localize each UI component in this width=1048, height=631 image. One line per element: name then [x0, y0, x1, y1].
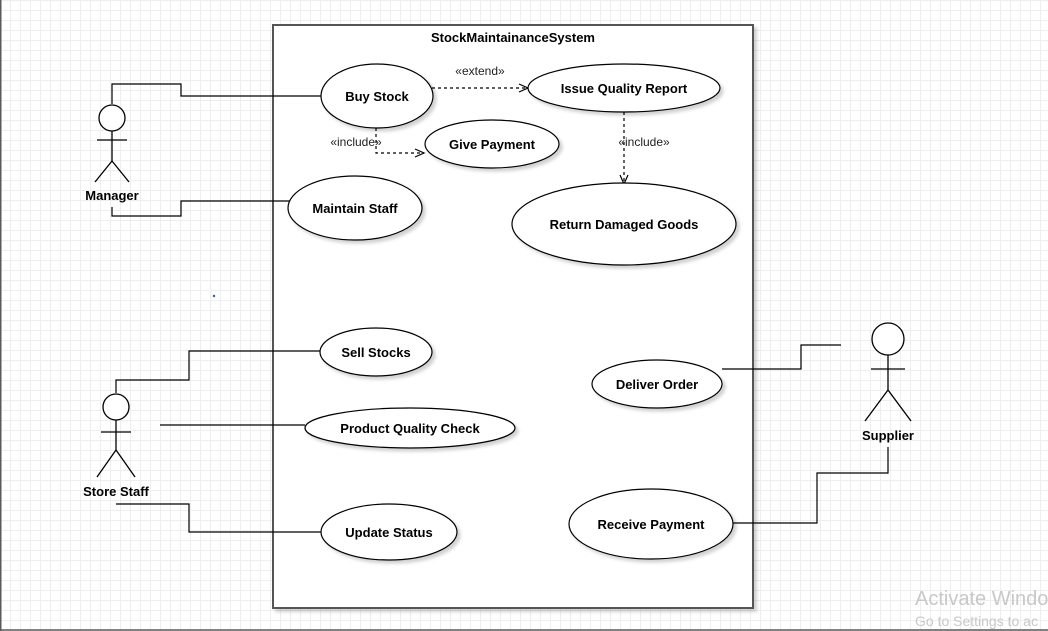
actor-manager[interactable]: Manager [85, 104, 139, 203]
usecase-update-status[interactable]: Update Status [320, 503, 458, 561]
usecase-label: Receive Payment [598, 517, 706, 532]
usecase-label: Maintain Staff [312, 201, 398, 216]
actor-label: Manager [85, 188, 138, 203]
include-label-give-payment: «include» [330, 135, 382, 149]
activation-watermark-line1: Activate Windo [915, 588, 1048, 610]
stick-figure-icon [864, 322, 912, 422]
include-arrowhead [414, 148, 426, 158]
association-manager-maintain-staff[interactable] [111, 200, 290, 217]
usecase-buy-stock[interactable]: Buy Stock [320, 63, 434, 129]
association-manager-buy-stock[interactable] [111, 83, 322, 104]
usecase-label: Sell Stocks [341, 345, 410, 360]
stray-dot [212, 294, 216, 298]
usecase-product-quality-check[interactable]: Product Quality Check [304, 407, 516, 449]
association-storestaff-sell-stocks[interactable] [115, 350, 322, 393]
extend-dependency[interactable]: «extend» [432, 64, 530, 93]
stick-figure-icon [96, 393, 136, 478]
usecase-give-payment[interactable]: Give Payment [424, 119, 560, 169]
usecase-return-damaged-goods[interactable]: Return Damaged Goods [511, 182, 737, 266]
actor-supplier[interactable]: Supplier [862, 322, 914, 443]
usecase-label: Deliver Order [616, 377, 698, 392]
usecase-label: Buy Stock [345, 89, 409, 104]
usecase-receive-payment[interactable]: Receive Payment [568, 488, 734, 560]
stick-figure-icon [94, 104, 130, 183]
actor-label: Store Staff [83, 484, 149, 499]
association-storestaff-update-status[interactable] [116, 503, 322, 533]
actor-store-staff[interactable]: Store Staff [83, 393, 150, 499]
usecase-sell-stocks[interactable]: Sell Stocks [319, 327, 433, 377]
system-title: StockMaintainanceSystem [431, 30, 595, 45]
usecase-label: Issue Quality Report [561, 81, 688, 96]
usecase-label: Product Quality Check [340, 421, 480, 436]
association-supplier-deliver-order[interactable] [722, 344, 841, 370]
include-dependency-give-payment[interactable]: «include» [330, 128, 426, 158]
actor-label: Supplier [862, 428, 914, 443]
usecase-deliver-order[interactable]: Deliver Order [591, 359, 723, 409]
activation-watermark-line2: Go to Settings to ac [915, 613, 1038, 629]
association-supplier-receive-payment[interactable] [733, 447, 889, 524]
usecase-label: Update Status [345, 525, 432, 540]
extend-label: «extend» [455, 64, 505, 78]
usecase-issue-quality-report[interactable]: Issue Quality Report [527, 63, 721, 113]
usecase-maintain-staff[interactable]: Maintain Staff [287, 175, 423, 241]
usecase-label: Give Payment [449, 137, 536, 152]
include-label-return-goods: «include» [618, 135, 670, 149]
usecase-label: Return Damaged Goods [550, 217, 699, 232]
